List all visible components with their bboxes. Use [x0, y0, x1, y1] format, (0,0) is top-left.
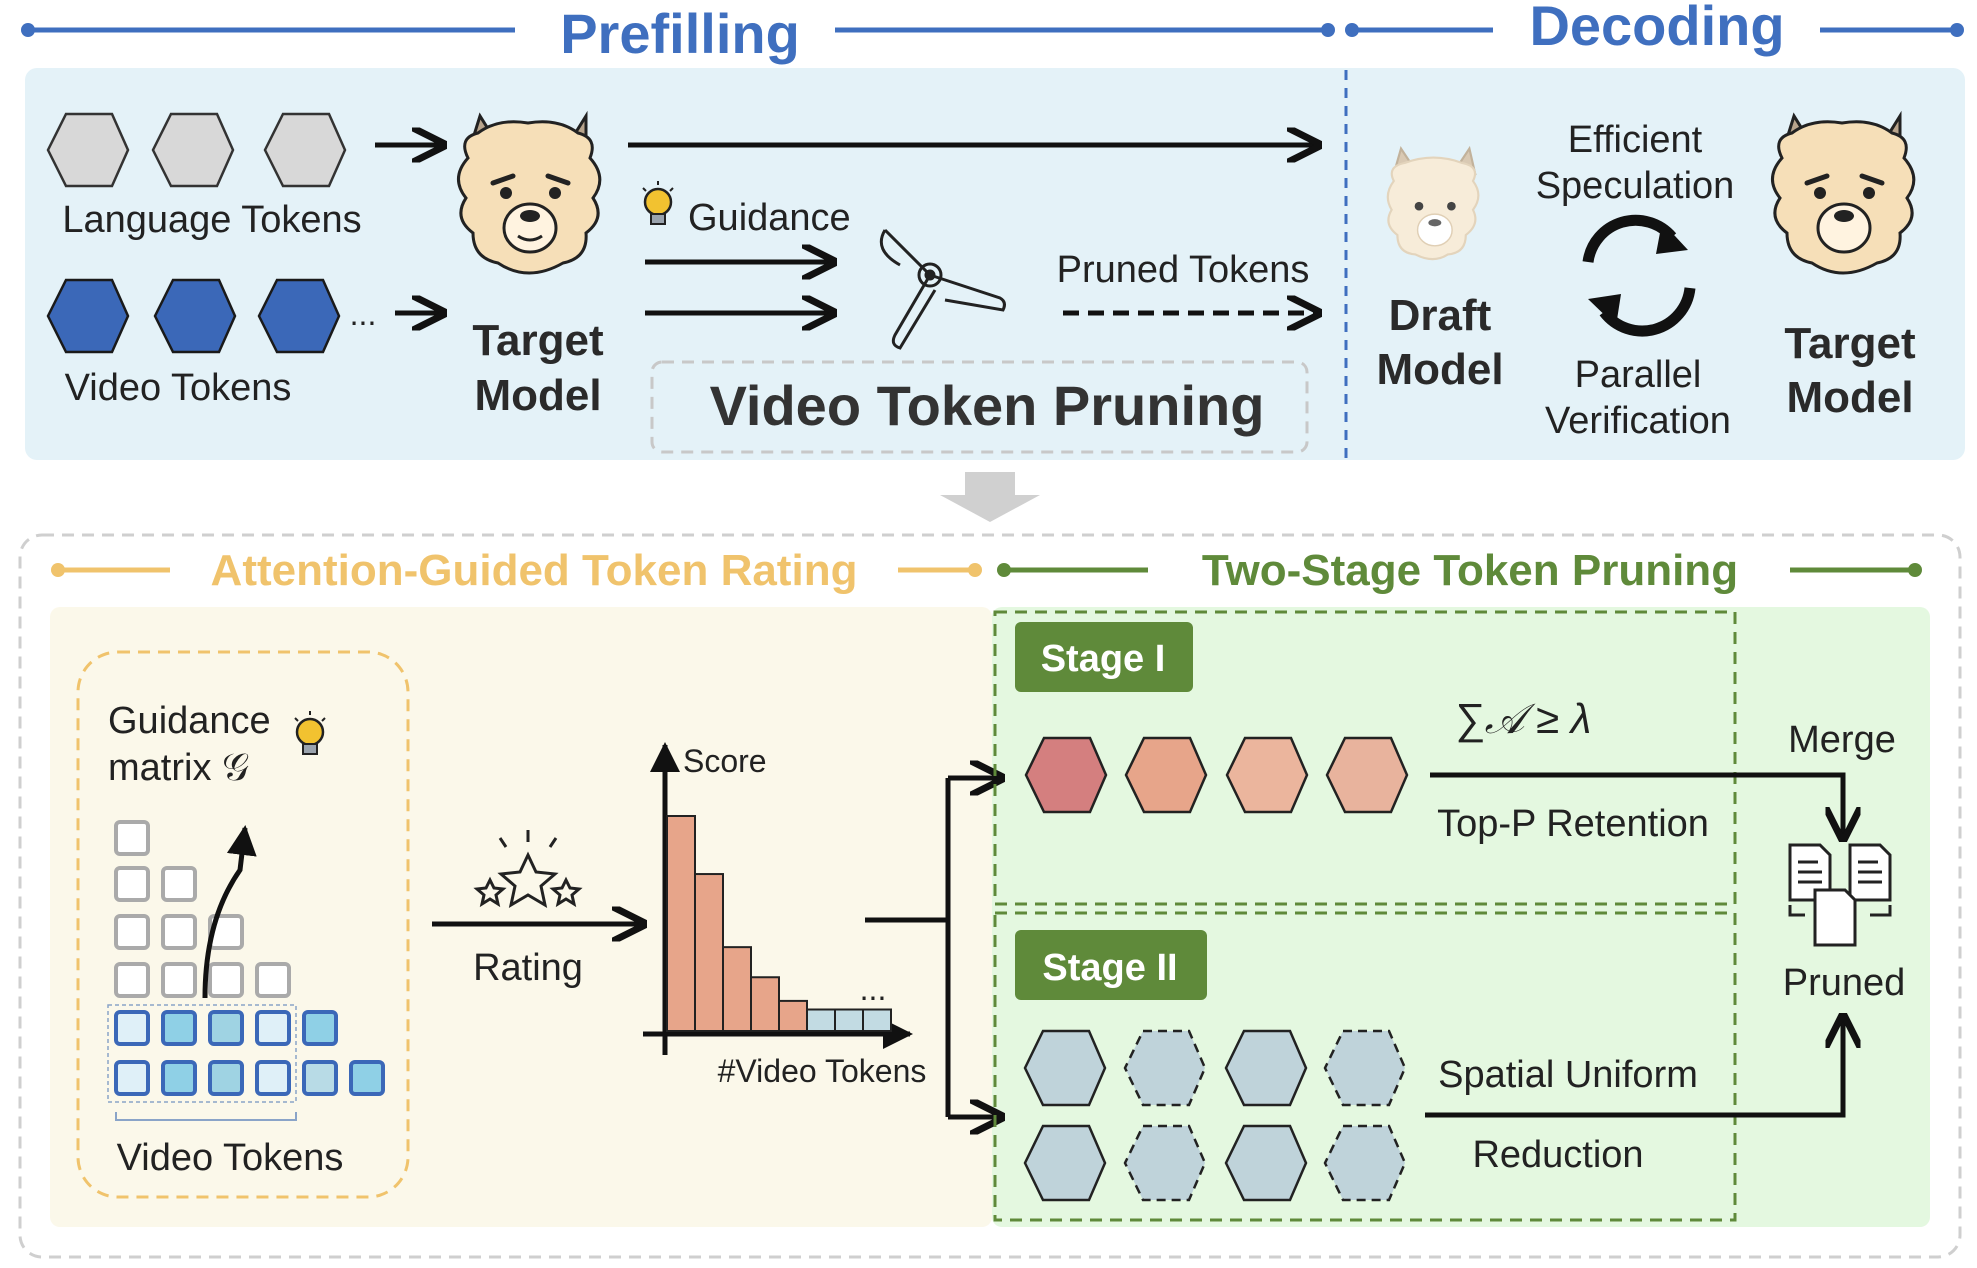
stage2-box [993, 911, 1737, 1222]
stage2-tokens [1023, 1029, 1407, 1202]
score-bar [694, 873, 724, 1032]
score-axis-label: Score [683, 743, 767, 779]
merge-label: Merge [1788, 719, 1896, 761]
guidance-matrix-label-1: Guidance [108, 700, 271, 742]
language-tokens [46, 112, 347, 188]
down-arrow [940, 472, 1040, 522]
video-tokens-axis-label: #Video Tokens [718, 1053, 927, 1089]
decode-target-label-1: Target [1784, 319, 1916, 368]
parallel-label-1: Parallel [1575, 354, 1702, 396]
video-tokens-ellipsis: ... [350, 296, 377, 332]
score-bar [778, 999, 808, 1033]
guidance-matrix-box [76, 650, 410, 1199]
decoding-title: Decoding [1529, 0, 1784, 57]
score-bar [750, 976, 780, 1032]
bottom-outer-frame [18, 533, 1962, 1259]
rating-section-title: Attention-Guided Token Rating [211, 546, 858, 595]
parallel-label-2: Verification [1545, 400, 1731, 442]
stage2-label: Stage II [1042, 947, 1177, 989]
scissors-icon [879, 228, 1006, 350]
pruning-header: Two-Stage Token Pruning [997, 546, 1922, 595]
score-bar [722, 946, 752, 1033]
llama-icon [457, 110, 602, 275]
cycle-arrows-icon [1582, 214, 1696, 337]
lightbulb-icon [642, 181, 674, 225]
pruned-label: Pruned [1783, 962, 1906, 1004]
pruned-tokens-label: Pruned Tokens [1057, 249, 1310, 291]
draft-model-label-1: Draft [1389, 291, 1492, 340]
documents-icon [1788, 843, 1892, 947]
guidance-matrix-label-2: matrix 𝒢 [108, 747, 249, 789]
formula-label: ∑𝒜 ≥ λ [1455, 695, 1592, 743]
stage1-label: Stage I [1041, 638, 1166, 680]
efficient-label-2: Speculation [1536, 165, 1735, 207]
decoding-header: Decoding [1345, 0, 1964, 57]
pruning-panel [992, 607, 1930, 1227]
pruning-section-title: Two-Stage Token Pruning [1202, 546, 1738, 595]
spatial-label-1: Spatial Uniform [1438, 1054, 1698, 1096]
score-bar [806, 1008, 836, 1032]
stage1-tokens [1024, 736, 1409, 814]
rating-label: Rating [473, 947, 583, 989]
stage1-box [993, 610, 1737, 906]
video-tokens [46, 278, 341, 354]
guidance-label: Guidance [688, 197, 851, 239]
stage2-badge [1015, 930, 1207, 1000]
efficient-label-1: Efficient [1568, 119, 1703, 161]
top-p-label: Top-P Retention [1437, 803, 1709, 845]
target-model-label-1: Target [472, 316, 604, 365]
lightbulb-icon [294, 711, 326, 755]
video-token-pruning-label: Video Token Pruning [710, 374, 1265, 437]
matrix-video-tokens-label: Video Tokens [117, 1137, 344, 1179]
score-chart: Score ... #Video Tokens [643, 742, 927, 1089]
target-llama-icon [1771, 110, 1916, 275]
merge-arrow [1430, 772, 1843, 835]
score-bar [834, 1008, 864, 1032]
stars-icon [473, 830, 583, 909]
decode-target-label-2: Model [1786, 373, 1913, 422]
prefilling-title: Prefilling [560, 2, 800, 65]
video-tokens-label: Video Tokens [65, 367, 292, 409]
video-token-pruning-box [650, 360, 1309, 454]
language-tokens-label: Language Tokens [62, 199, 361, 241]
spatial-label-2: Reduction [1472, 1134, 1643, 1176]
rating-header: Attention-Guided Token Rating [51, 546, 982, 595]
branch-arrows [865, 778, 998, 1117]
chart-ellipsis: ... [860, 971, 887, 1007]
attention-matrix [107, 820, 385, 1121]
draft-model-label-2: Model [1376, 345, 1503, 394]
stage1-badge [1015, 622, 1193, 692]
score-bar [862, 1008, 892, 1032]
reduction-arrow [1425, 1020, 1843, 1118]
draft-llama-icon [1386, 145, 1480, 261]
prefilling-header: Prefilling [21, 2, 1335, 65]
score-bar [666, 815, 696, 1032]
target-model-label-2: Model [474, 371, 601, 420]
